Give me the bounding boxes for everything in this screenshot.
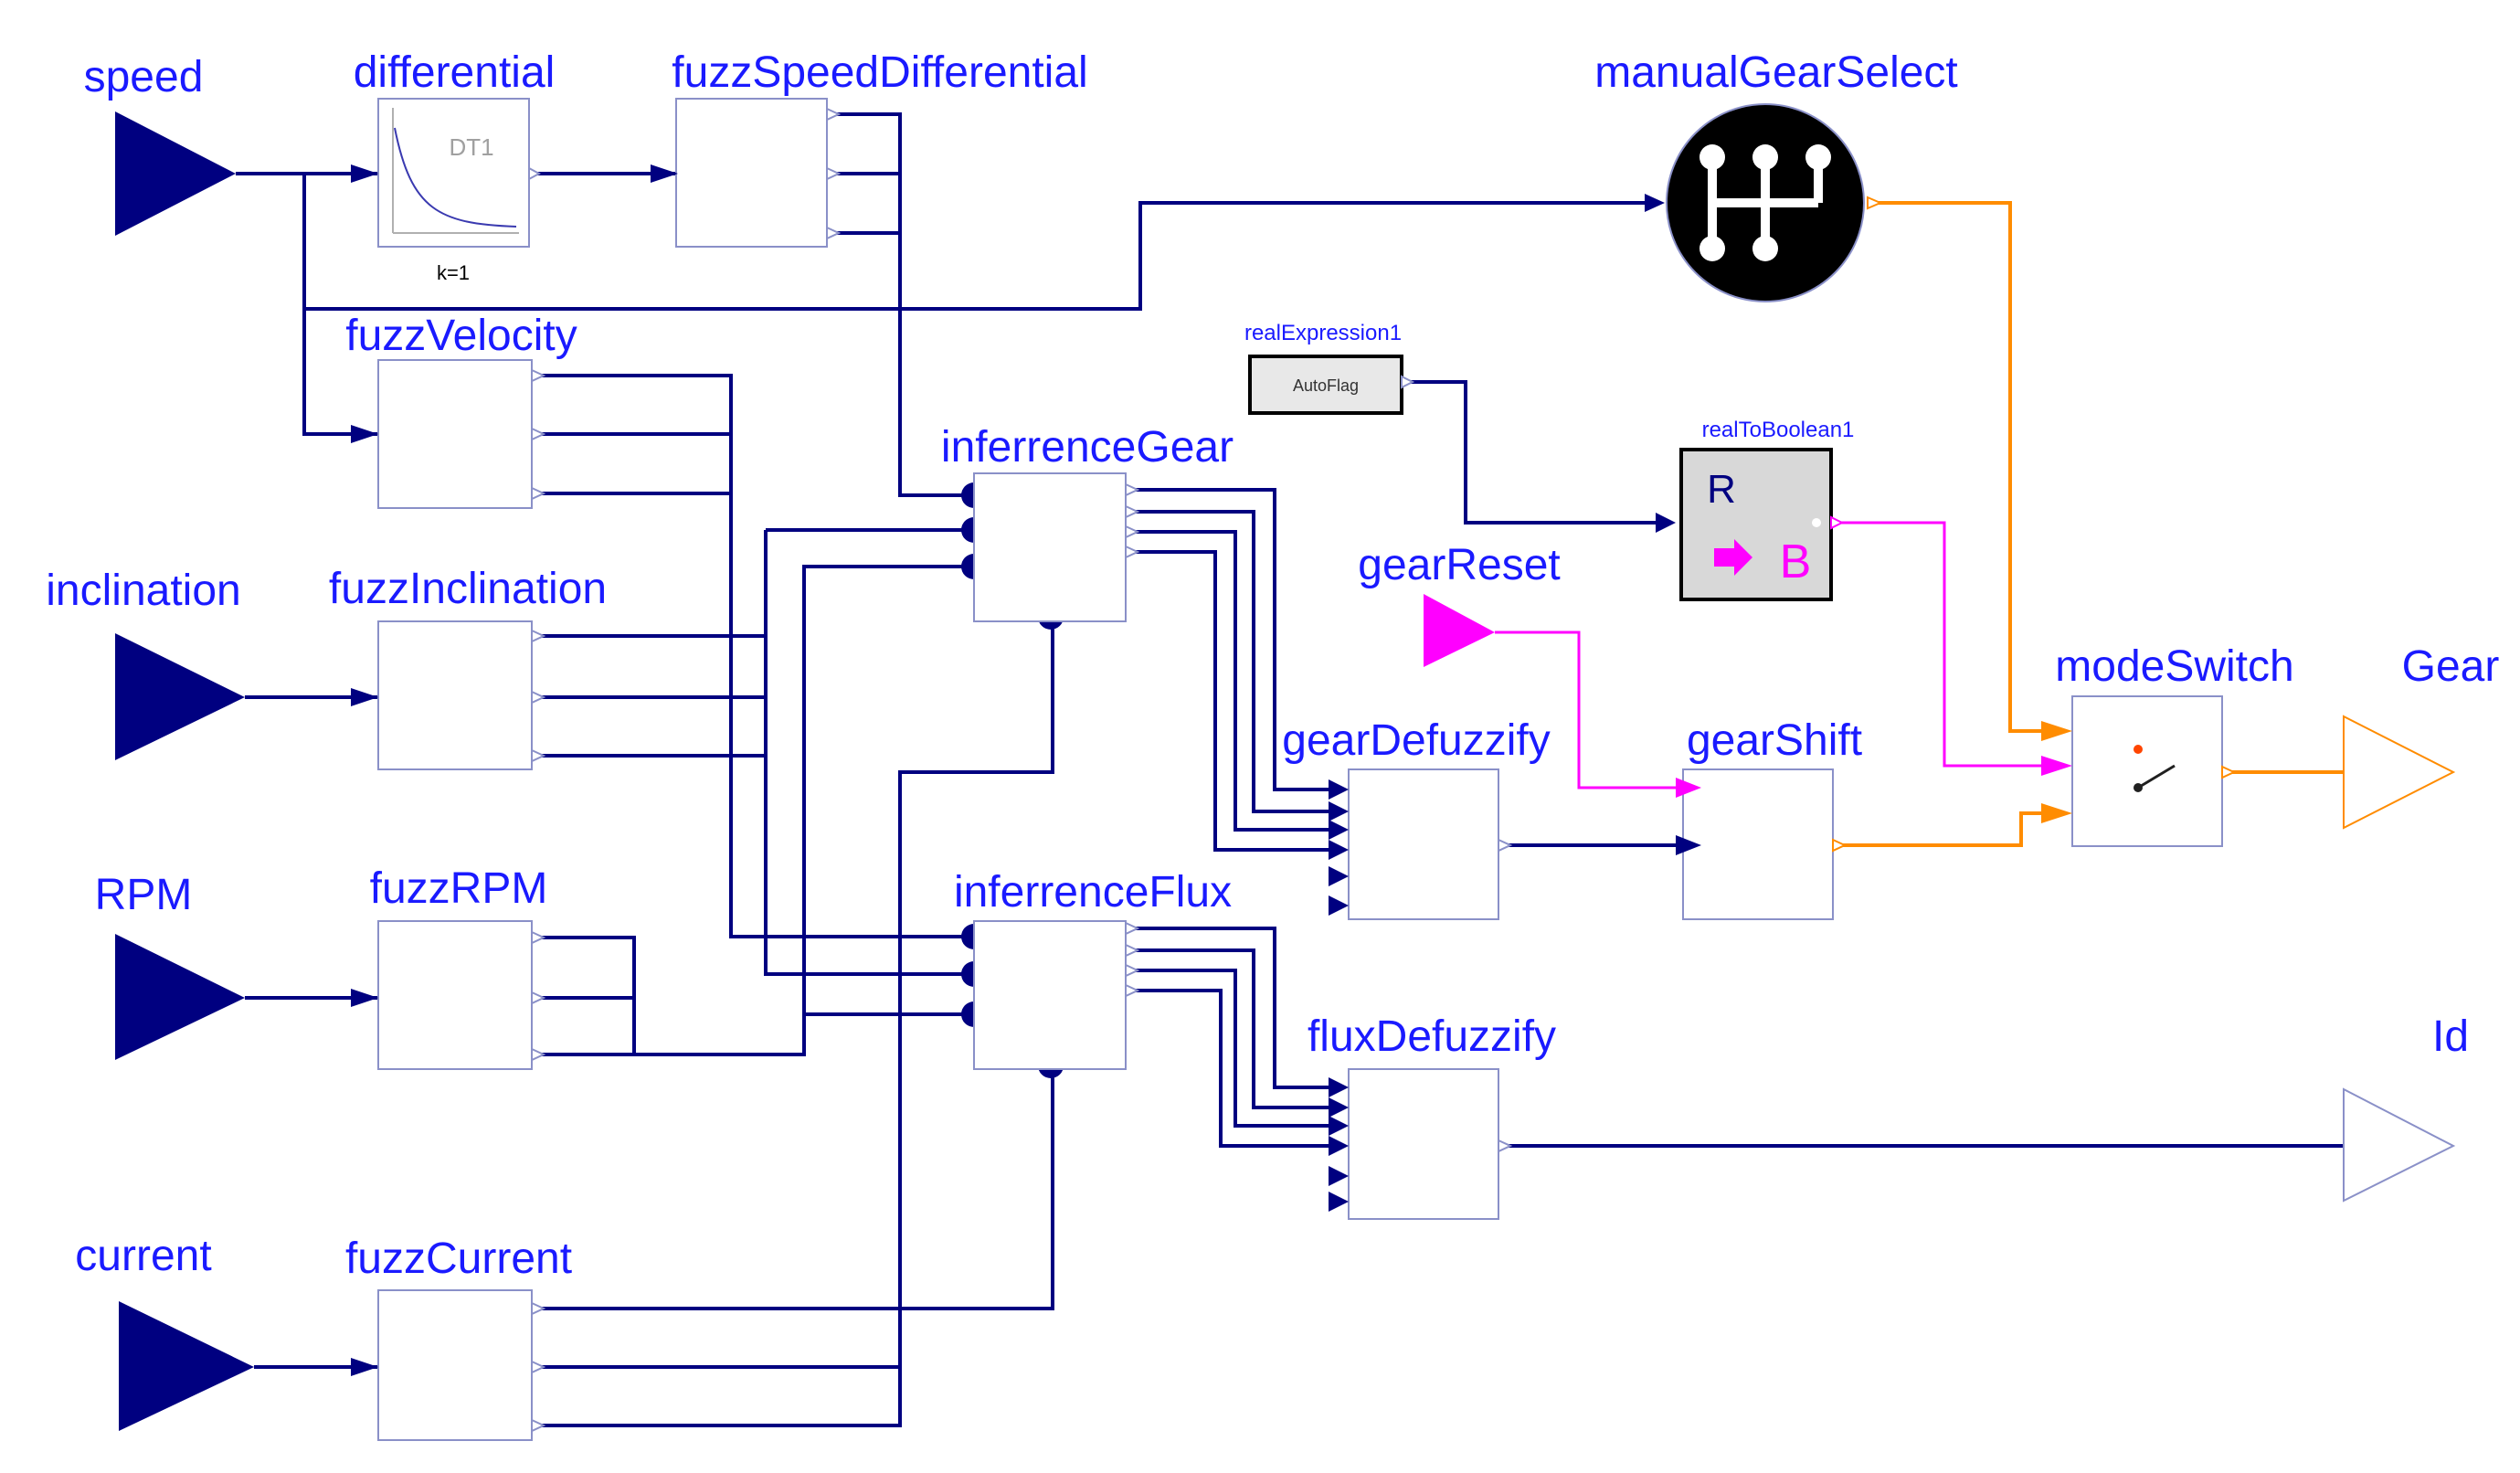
input-arrowheads [351, 164, 678, 1376]
block-real-to-boolean[interactable]: R B realToBoolean1 [1656, 418, 1855, 601]
fuzz-rpm-label: fuzzRPM [370, 864, 548, 913]
flux-defuzzify-label: fluxDefuzzify [1308, 1012, 1556, 1061]
block-fuzz-rpm[interactable]: fuzzRPM [370, 864, 548, 1070]
gearshift-icon [1708, 157, 1823, 249]
real-to-boolean-label: realToBoolean1 [1702, 418, 1855, 442]
real-to-boolean-r: R [1707, 467, 1736, 512]
input-current[interactable]: current [75, 1232, 254, 1431]
fuzz-speed-differential-label: fuzzSpeedDifferential [672, 48, 1087, 97]
block-fuzz-speed-differential[interactable]: fuzzSpeedDifferential [672, 48, 1088, 248]
block-real-expression[interactable]: AutoFlag realExpression1 [1244, 321, 1415, 415]
input-speed-label: speed [84, 53, 204, 101]
output-gear-label: Gear [2402, 642, 2500, 691]
fuzz-inclination-label: fuzzInclination [329, 565, 607, 613]
inference-flux-label: inferrenceFlux [954, 868, 1232, 917]
fuzz-current-label: fuzzCurrent [345, 1235, 572, 1283]
manual-gear-select-label: manualGearSelect [1594, 48, 1958, 97]
input-current-label: current [75, 1232, 211, 1280]
output-id-label: Id [2432, 1012, 2469, 1061]
input-inclination[interactable]: inclination [46, 567, 245, 760]
block-flux-defuzzify[interactable]: fluxDefuzzify [1308, 1012, 1556, 1220]
input-gear-reset-label: gearReset [1358, 541, 1560, 589]
block-mode-switch[interactable]: modeSwitch [2041, 642, 2294, 847]
real-to-boolean-b: B [1780, 535, 1812, 588]
arrow-right-icon [1714, 539, 1752, 576]
block-gear-shift[interactable]: gearShift [1676, 716, 1862, 920]
block-differential[interactable]: DT1 differential k=1 [354, 48, 556, 284]
block-manual-gear-select[interactable]: manualGearSelect [1594, 48, 1958, 302]
block-fuzz-velocity[interactable]: fuzzVelocity [345, 312, 577, 509]
differential-icon-text: DT1 [449, 133, 493, 161]
block-fuzz-inclination[interactable]: fuzzInclination [329, 565, 607, 770]
block-fuzz-current[interactable]: fuzzCurrent [345, 1235, 572, 1441]
input-inclination-label: inclination [46, 567, 240, 615]
block-gear-defuzzify[interactable]: gearDefuzzify [1282, 716, 1551, 920]
real-expression-value: AutoFlag [1293, 376, 1359, 395]
input-gear-reset[interactable]: gearReset [1358, 541, 1561, 667]
differential-label: differential [354, 48, 556, 97]
input-rpm[interactable]: RPM [95, 871, 245, 1060]
fuzz-velocity-label: fuzzVelocity [345, 312, 577, 360]
mode-switch-label: modeSwitch [2055, 642, 2293, 691]
inference-gear-label: inferrenceGear [941, 423, 1234, 472]
input-rpm-label: RPM [95, 871, 193, 919]
gear-shift-label: gearShift [1687, 716, 1862, 765]
real-expression-label: realExpression1 [1244, 321, 1402, 345]
wires [236, 112, 2344, 1427]
output-id[interactable]: Id [2343, 1012, 2469, 1203]
block-inference-flux[interactable]: inferrenceFlux [954, 868, 1232, 1070]
output-gear[interactable]: Gear [2343, 642, 2500, 830]
block-inference-gear[interactable]: inferrenceGear [941, 423, 1234, 622]
input-speed[interactable]: speed [84, 53, 236, 236]
differential-param: k=1 [437, 261, 470, 284]
gear-defuzzify-label: gearDefuzzify [1282, 716, 1550, 765]
